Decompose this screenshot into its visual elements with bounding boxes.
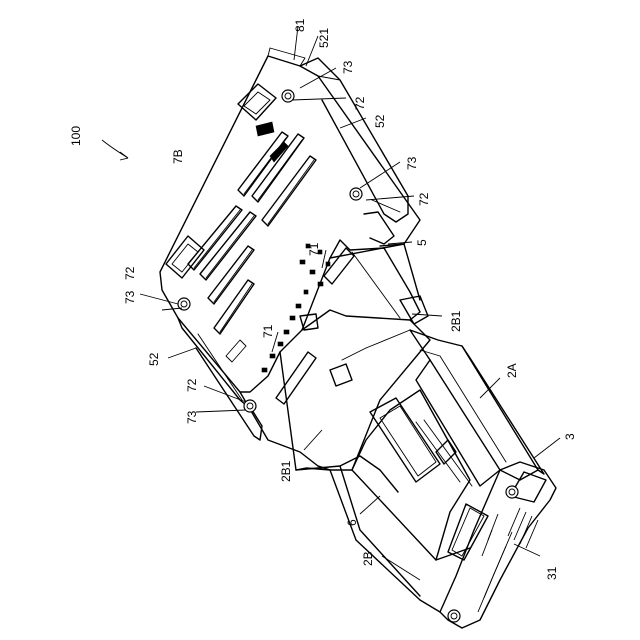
front-panel-3 — [440, 462, 556, 628]
label-6: 6 — [345, 519, 359, 526]
label-73-left: 73 — [123, 290, 137, 304]
label-31: 31 — [545, 566, 559, 580]
label-52-upper: 52 — [373, 114, 387, 128]
label-5: 5 — [415, 239, 429, 246]
label-3: 3 — [563, 433, 577, 440]
side-frame-52-lower — [178, 318, 330, 470]
board-connectors — [166, 84, 288, 278]
label-73-upper-right: 73 — [405, 156, 419, 170]
label-71-lower: 71 — [261, 324, 275, 338]
side-frame-52-upper — [300, 58, 408, 244]
components-71 — [226, 244, 354, 404]
vent-slots-31 — [478, 508, 538, 612]
leader-lines — [102, 26, 560, 580]
label-2b1-right: 2B1 — [449, 310, 463, 332]
label-71-upper: 71 — [307, 242, 321, 256]
label-73-top: 73 — [341, 60, 355, 74]
label-2b: 2B — [361, 551, 375, 566]
label-73-bottom: 73 — [185, 410, 199, 424]
label-81: 81 — [293, 18, 307, 32]
label-521: 521 — [317, 28, 331, 48]
label-2b1-left: 2B1 — [279, 460, 293, 482]
bracket-5 — [330, 240, 428, 324]
label-72-upper-right: 72 — [417, 192, 431, 206]
label-72-top: 72 — [353, 96, 367, 110]
label-52-lower: 52 — [147, 352, 161, 366]
label-72-left: 72 — [123, 266, 137, 280]
label-100: 100 — [69, 126, 83, 146]
top-plate-6 — [352, 390, 470, 560]
label-7b: 7B — [171, 149, 185, 164]
label-72-bottom: 72 — [185, 378, 199, 392]
label-2a: 2A — [505, 363, 519, 378]
